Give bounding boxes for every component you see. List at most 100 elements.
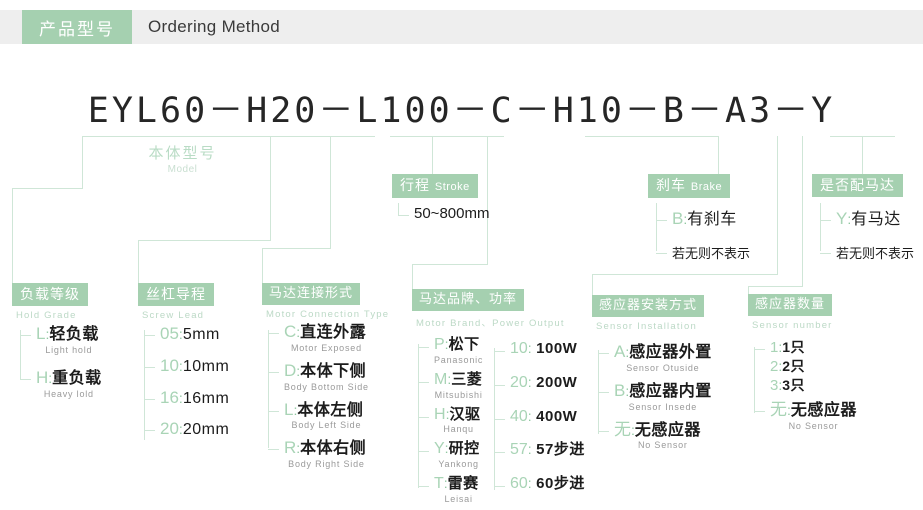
option-item[interactable]: R:本体右侧 Body Right Side (268, 438, 369, 470)
tick-line (754, 411, 765, 413)
section-brake: 刹车 Brake (648, 174, 731, 198)
option-item[interactable]: C:直连外露 Motor Exposed (268, 323, 369, 353)
option-cn: 100W (536, 340, 578, 357)
option-code: A (614, 342, 626, 361)
option-item[interactable]: H:汉驱 Hanqu (418, 405, 483, 434)
option-item[interactable]: 3:3只 (770, 376, 806, 394)
option-item[interactable]: Y:有马达 (820, 210, 914, 229)
option-item[interactable]: M:三菱 Mitsubishi (418, 371, 483, 400)
option-item[interactable]: A:感应器外置 Sensor Otuside (598, 342, 712, 373)
option-item[interactable]: L:轻负载 Light hold (20, 325, 102, 355)
section-model: 本体型号 Model (100, 142, 265, 175)
section-motor-brand-tag: 马达品牌、功率 (412, 289, 525, 311)
section-brake-en: Brake (690, 181, 723, 193)
option-cn: 本体下侧 (300, 362, 367, 380)
option-item[interactable]: 16:16mm (144, 388, 229, 408)
option-cn: 雷赛 (447, 475, 479, 493)
tick-line (598, 353, 609, 354)
option-item[interactable]: 无:无感应器 No Sensor (598, 420, 712, 450)
option-code: Y (434, 440, 445, 458)
option-item[interactable]: 20:20mm (144, 420, 230, 439)
section-stroke-tag: 行程 Stroke (392, 174, 478, 198)
option-item[interactable]: 40: 400W (494, 407, 585, 426)
option-item[interactable]: L:本体左侧 Body Left Side (268, 399, 369, 430)
tick-line (418, 486, 429, 488)
option-item[interactable]: 10:10mm (144, 356, 229, 376)
sensor-installation-options: A:感应器外置 Sensor Otuside B:感应器内置 Sensor In… (598, 342, 712, 456)
tick-line (598, 391, 609, 393)
option-cn: 无感应器 (790, 402, 857, 420)
option-code: L (284, 399, 294, 419)
motor-equipped-options: Y:有马达 若无则不表示 (820, 210, 914, 268)
motorconn-rail (268, 330, 269, 448)
option-item[interactable]: B:感应器内置 Sensor Insede (598, 381, 712, 412)
option-value: 50~800mm (414, 205, 490, 222)
section-motor-brand-sub: Motor Brand、Power Output (416, 317, 565, 329)
option-item[interactable]: T:雷赛 Leisai (418, 475, 483, 504)
option-item[interactable]: 1:1只 (754, 340, 857, 357)
tick-line (268, 410, 279, 412)
tick-line (494, 384, 505, 386)
option-code: R (284, 438, 297, 458)
option-item[interactable]: 10: 100W (494, 340, 585, 358)
connector-sensornum-h (748, 286, 803, 287)
section-sensor-number-sub: Sensor number (752, 319, 833, 331)
section-sensor-installation: 感应器安装方式 Sensor Installation (592, 295, 705, 332)
option-item[interactable]: 20: 200W (494, 373, 585, 392)
note-text: 若无则不表示 (672, 245, 751, 261)
screwlead-rail (144, 330, 145, 440)
connector-sensornum-v (802, 136, 803, 286)
option-item[interactable]: P:松下 Panasonic (418, 336, 483, 365)
option-code: 05 (160, 324, 179, 343)
section-model-en: Model (167, 164, 198, 175)
option-code: 20 (510, 373, 528, 391)
option-item[interactable]: B:有刹车 (656, 209, 750, 229)
section-screw-lead: 丝杠导程 Screw Lead (138, 283, 214, 321)
section-sensor-installation-sub: Sensor Installation (596, 320, 697, 332)
option-code: B (672, 209, 684, 228)
option-item[interactable]: 2:2只 (770, 357, 806, 375)
tick-line (144, 335, 155, 336)
tick-line (494, 452, 505, 454)
option-item[interactable]: Y:研控 Yankong (418, 440, 483, 469)
option-cn: 20mm (182, 421, 230, 439)
section-motor-equipped-tag: 是否配马达 (812, 174, 903, 198)
connector-screwlead-mid (270, 200, 271, 241)
connector-motorconn-h (262, 248, 331, 249)
tick-line (418, 416, 429, 418)
option-item-none[interactable]: 无:无感应器 No Sensor (754, 401, 857, 432)
stroke-rail (398, 203, 399, 215)
connector-motorconn-v1 (330, 136, 331, 248)
option-cn: 本体右侧 (300, 440, 367, 458)
connector-holdgrade-v2 (12, 188, 13, 283)
connector-screwlead-v2 (138, 240, 139, 283)
option-item[interactable]: 05:5mm (144, 324, 229, 344)
option-item[interactable]: 50~800mm (398, 205, 490, 222)
section-stroke-en: Stroke (434, 181, 470, 193)
tick-line (820, 252, 831, 254)
stroke-options: 50~800mm (398, 205, 490, 228)
connector-brand-v2 (412, 264, 413, 289)
option-item[interactable]: 60: 60步进 (494, 475, 585, 493)
section-screw-lead-sub: Screw Lead (142, 310, 205, 322)
option-cn: 3只 (782, 376, 806, 393)
option-item[interactable]: 57: 57步进 (494, 441, 585, 459)
option-cn: 感应器内置 (629, 382, 712, 400)
option-en: Body Right Side (288, 459, 365, 470)
section-hold-grade-tag: 负载等级 (12, 283, 88, 307)
option-cn: 汉驱 (449, 405, 481, 423)
option-item[interactable]: D:本体下侧 Body Bottom Side (268, 361, 369, 392)
tick-line (656, 252, 667, 254)
option-item[interactable]: H:重负载 Heavy lold (20, 368, 102, 399)
brake-rail (656, 203, 657, 251)
connector-brand-h (412, 264, 488, 265)
option-code: 40 (510, 407, 528, 425)
section-motor-connection-sub: Motor Connection Type (266, 308, 390, 320)
tick-line (268, 333, 279, 334)
option-cn: 本体左侧 (297, 401, 364, 419)
brake-options: B:有刹车 若无则不表示 (656, 209, 751, 268)
page-title: Ordering Method (148, 17, 281, 36)
tick-line (268, 371, 279, 373)
option-en: No Sensor (788, 421, 839, 432)
option-cn: 松下 (448, 336, 480, 353)
